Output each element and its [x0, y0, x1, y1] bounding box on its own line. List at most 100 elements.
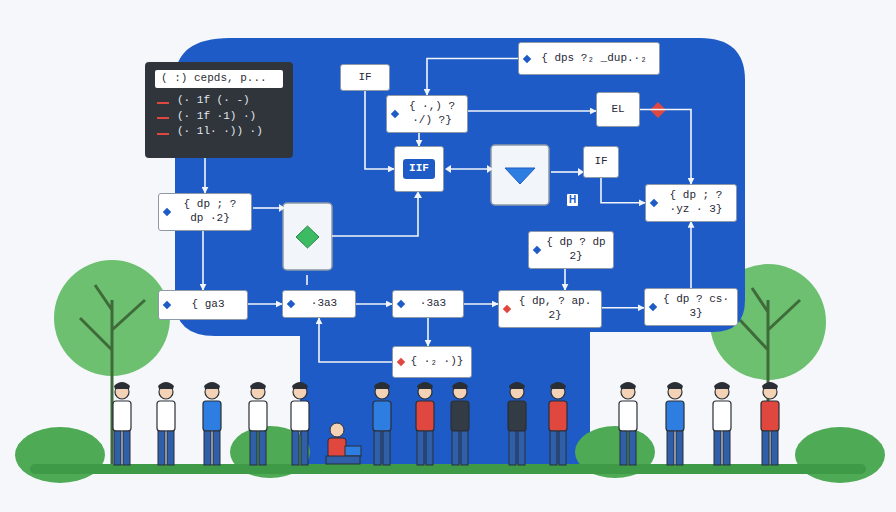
node-text: IF: [358, 71, 371, 85]
condition-box: IF: [583, 146, 619, 178]
person-figure: [619, 382, 637, 465]
flow-arrow: [356, 303, 392, 305]
person-figure: [761, 382, 779, 465]
flow-arrow: [418, 133, 420, 147]
person-figure: [249, 382, 267, 465]
person-figure: [451, 382, 469, 465]
people-group: [113, 382, 779, 465]
flow-arrow: [640, 110, 691, 185]
connector-line: [332, 196, 418, 236]
code-box: { dp ; ? dp ·2}: [158, 193, 252, 231]
person-figure: [508, 382, 526, 465]
code-window: ( :) cepds, p... (· 1f (· -) (· 1f ·1) ·)(…: [145, 62, 293, 158]
diamond-box: [283, 203, 332, 270]
bullet-diamond: [391, 110, 399, 118]
node-text: { ·,) ? ·/) ?}: [403, 100, 461, 128]
bush: [15, 427, 105, 483]
connector-line: [551, 171, 578, 173]
person-figure: [157, 382, 175, 465]
tree-trunk: [740, 288, 800, 470]
code-box: { dp, ? ap. 2}: [498, 290, 602, 328]
flow-arrow: [468, 110, 596, 112]
bullet-diamond: [163, 301, 171, 309]
flow-arrow: [319, 318, 392, 362]
triangle-box: [491, 145, 549, 205]
decor-boxes: [283, 102, 666, 270]
person-figure: [549, 382, 567, 465]
sitting-person: [326, 423, 361, 464]
triangle-symbol: [505, 168, 535, 184]
person-figure: [416, 382, 434, 465]
bullet-diamond: [649, 303, 657, 311]
bush: [795, 427, 885, 483]
connector-line: [306, 275, 308, 285]
node-text: { dp ? cs· 3}: [661, 293, 731, 321]
code-line: (· 1f ·1) ·): [155, 110, 283, 124]
person-figure: [113, 382, 131, 465]
node-text: EL: [611, 103, 624, 117]
bullet-diamond: [287, 300, 295, 308]
condition-box: IIF: [394, 146, 444, 192]
flow-arrow: [204, 158, 206, 193]
arrow-head: [279, 204, 285, 212]
bullet-diamond: [523, 54, 531, 62]
connector-line: [447, 168, 487, 170]
code-marker: [157, 117, 169, 119]
code-box: { dps ?₂ _dup.·₂: [518, 42, 660, 75]
node-text: { dp ; ? dp ·2}: [175, 198, 245, 226]
condition-box: IF: [340, 64, 390, 91]
flow-arrow: [564, 269, 566, 291]
arrow-head: [414, 191, 422, 198]
condition-box: EL: [596, 92, 640, 127]
flow-arrow: [427, 318, 429, 346]
node-text: ·3a3: [311, 297, 337, 311]
code-marker: [157, 102, 169, 104]
code-line: (· 1f (· -): [155, 94, 283, 108]
code-box: { ·,) ? ·/) ?}: [386, 95, 468, 133]
node-text: IF: [594, 155, 607, 169]
code-box: { ga3: [158, 290, 248, 320]
node-text: { dp ; ? ·yz · 3}: [662, 189, 730, 217]
code-box: ·3a3: [392, 290, 464, 318]
code-box: { dp ? cs· 3}: [644, 288, 738, 326]
icon-label: H: [566, 193, 579, 207]
person-figure: [666, 382, 684, 465]
node-text: ·3a3: [420, 297, 446, 311]
flow-arrow: [602, 307, 644, 309]
node-text: { ·₂ ·)}: [411, 355, 464, 369]
node-text: { dp, ? ap. 2}: [515, 295, 595, 323]
connector-line: [253, 207, 279, 209]
node-text: { ga3: [191, 298, 224, 312]
code-box: { dp ? dp 2}: [528, 231, 614, 269]
node-text: IIF: [403, 159, 435, 179]
bullet-diamond: [533, 246, 541, 254]
code-box: { dp ; ? ·yz · 3}: [645, 184, 737, 222]
node-text: { dp ? dp 2}: [545, 236, 607, 264]
bullet-diamond: [397, 300, 405, 308]
bullet-diamond: [650, 199, 658, 207]
flow-arrow: [202, 231, 204, 291]
flow-arrow: [601, 178, 645, 203]
code-box: ·3a3: [282, 290, 356, 318]
bullet-diamond: [163, 208, 171, 216]
bullet-diamond: [397, 358, 405, 366]
person-figure: [291, 382, 309, 465]
bullet-diamond: [503, 305, 511, 313]
code-box: { ·₂ ·)}: [392, 346, 472, 378]
diamond-symbol: [296, 226, 319, 248]
address-bar: ( :) cepds, p...: [155, 70, 283, 88]
flow-arrow: [248, 303, 282, 305]
flow-arrow: [427, 59, 518, 96]
code-marker: [157, 133, 169, 135]
flow-arrow: [464, 303, 498, 305]
ground: [30, 464, 866, 474]
flow-arrow: [690, 222, 692, 289]
person-figure: [203, 382, 221, 465]
code-line: (· 1l· ·)) ·): [155, 125, 283, 139]
node-text: { dps ?₂ _dup.·₂: [541, 52, 647, 66]
person-figure: [713, 382, 731, 465]
